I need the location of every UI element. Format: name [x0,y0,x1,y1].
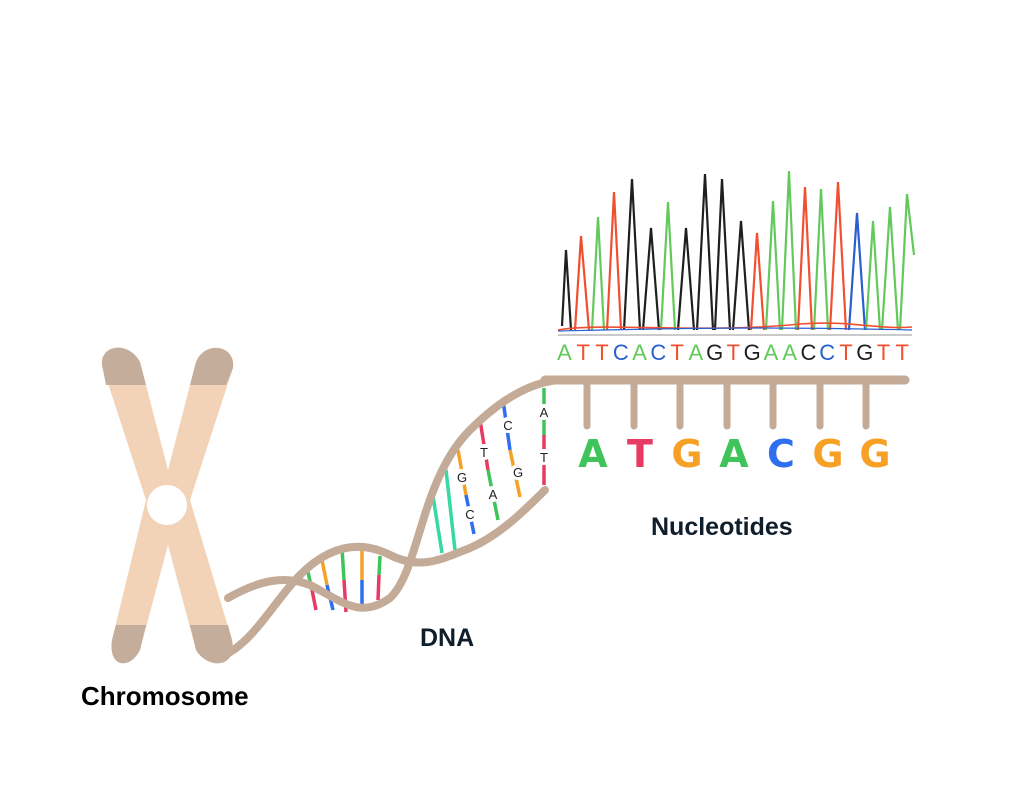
pair-letter: A [489,487,498,502]
base-call: T [876,340,891,365]
base-call: G [706,340,724,365]
nucleotide-backbone [540,375,910,430]
centromere [147,485,187,525]
base-call: T [895,340,909,365]
nucleotide-base: A [578,432,608,476]
base-call: C [612,340,629,365]
base-call: C [650,340,667,365]
base-call: C [800,340,817,365]
base-call: A [782,340,798,365]
base-call: A [557,340,572,365]
pair-letter: G [513,465,523,480]
pair-letter: A [540,405,549,420]
nucleotides-label: Nucleotides [651,513,793,541]
chromosome-label: Chromosome [81,681,249,711]
nucleotide-base: C [767,432,795,476]
chromatogram-trace [557,170,916,332]
dna-label: DNA [420,624,475,652]
base-call: G [856,340,874,365]
base-call: A [632,340,647,365]
pair-letter: C [503,418,512,433]
chromosome-shape [101,347,234,664]
base-call: A [688,340,704,365]
chromatogram-sequence: A T T C A C T A G T G A A C C T G T T [556,340,911,366]
base-call: T [595,340,609,365]
pair-letter: T [480,445,488,460]
base-call: A [763,340,779,365]
base-call: T [726,340,741,365]
helix-pair-labels [454,404,552,522]
base-call: T [670,340,684,365]
nucleotide-base: G [812,432,844,476]
nucleotide-bases: A T G A C G G [574,432,894,476]
base-call: G [743,340,761,365]
pair-letter: T [540,450,548,465]
base-call: T [839,340,853,365]
pair-letter: G [457,470,467,485]
nucleotide-base: G [671,432,703,476]
base-call: C [819,340,836,365]
nucleotide-base: G [859,432,891,476]
base-call: T [576,340,590,365]
nucleotide-base: A [719,432,749,476]
dna-helix-strands [221,376,564,659]
nucleotide-base: T [627,432,653,476]
pair-letter: C [465,507,474,522]
